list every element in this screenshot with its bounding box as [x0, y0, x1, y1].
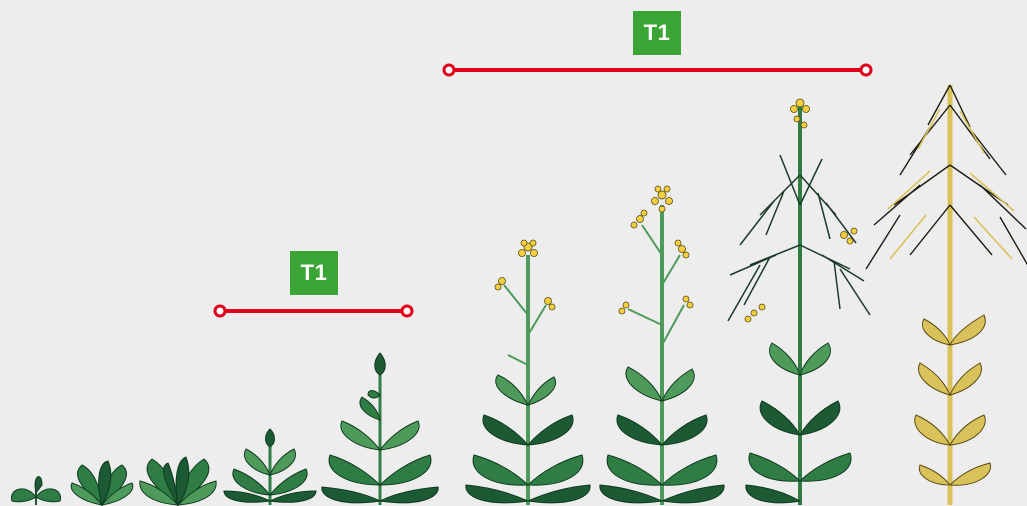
rosette-small-icon — [70, 460, 134, 506]
ripening-icon — [865, 84, 1027, 505]
timing-bar-early-start-marker — [213, 304, 227, 318]
pod-development-icon — [727, 98, 871, 505]
timing-bar-early — [213, 304, 414, 318]
seedling-icon — [10, 476, 62, 505]
timing-bar-late-end-marker — [859, 63, 873, 77]
stem-elongation-icon — [223, 428, 317, 505]
early-flowering-icon — [465, 239, 591, 505]
timing-badge-early: T1 — [290, 251, 338, 295]
green-bud-icon — [321, 352, 439, 505]
timing-bar-late — [442, 63, 873, 77]
timing-bar-early-end-marker — [400, 304, 414, 318]
full-flowering-icon — [599, 185, 725, 505]
timing-badge-late: T1 — [633, 11, 681, 55]
rosette-large-icon — [139, 456, 217, 506]
timing-bar-late-start-marker — [442, 63, 456, 77]
